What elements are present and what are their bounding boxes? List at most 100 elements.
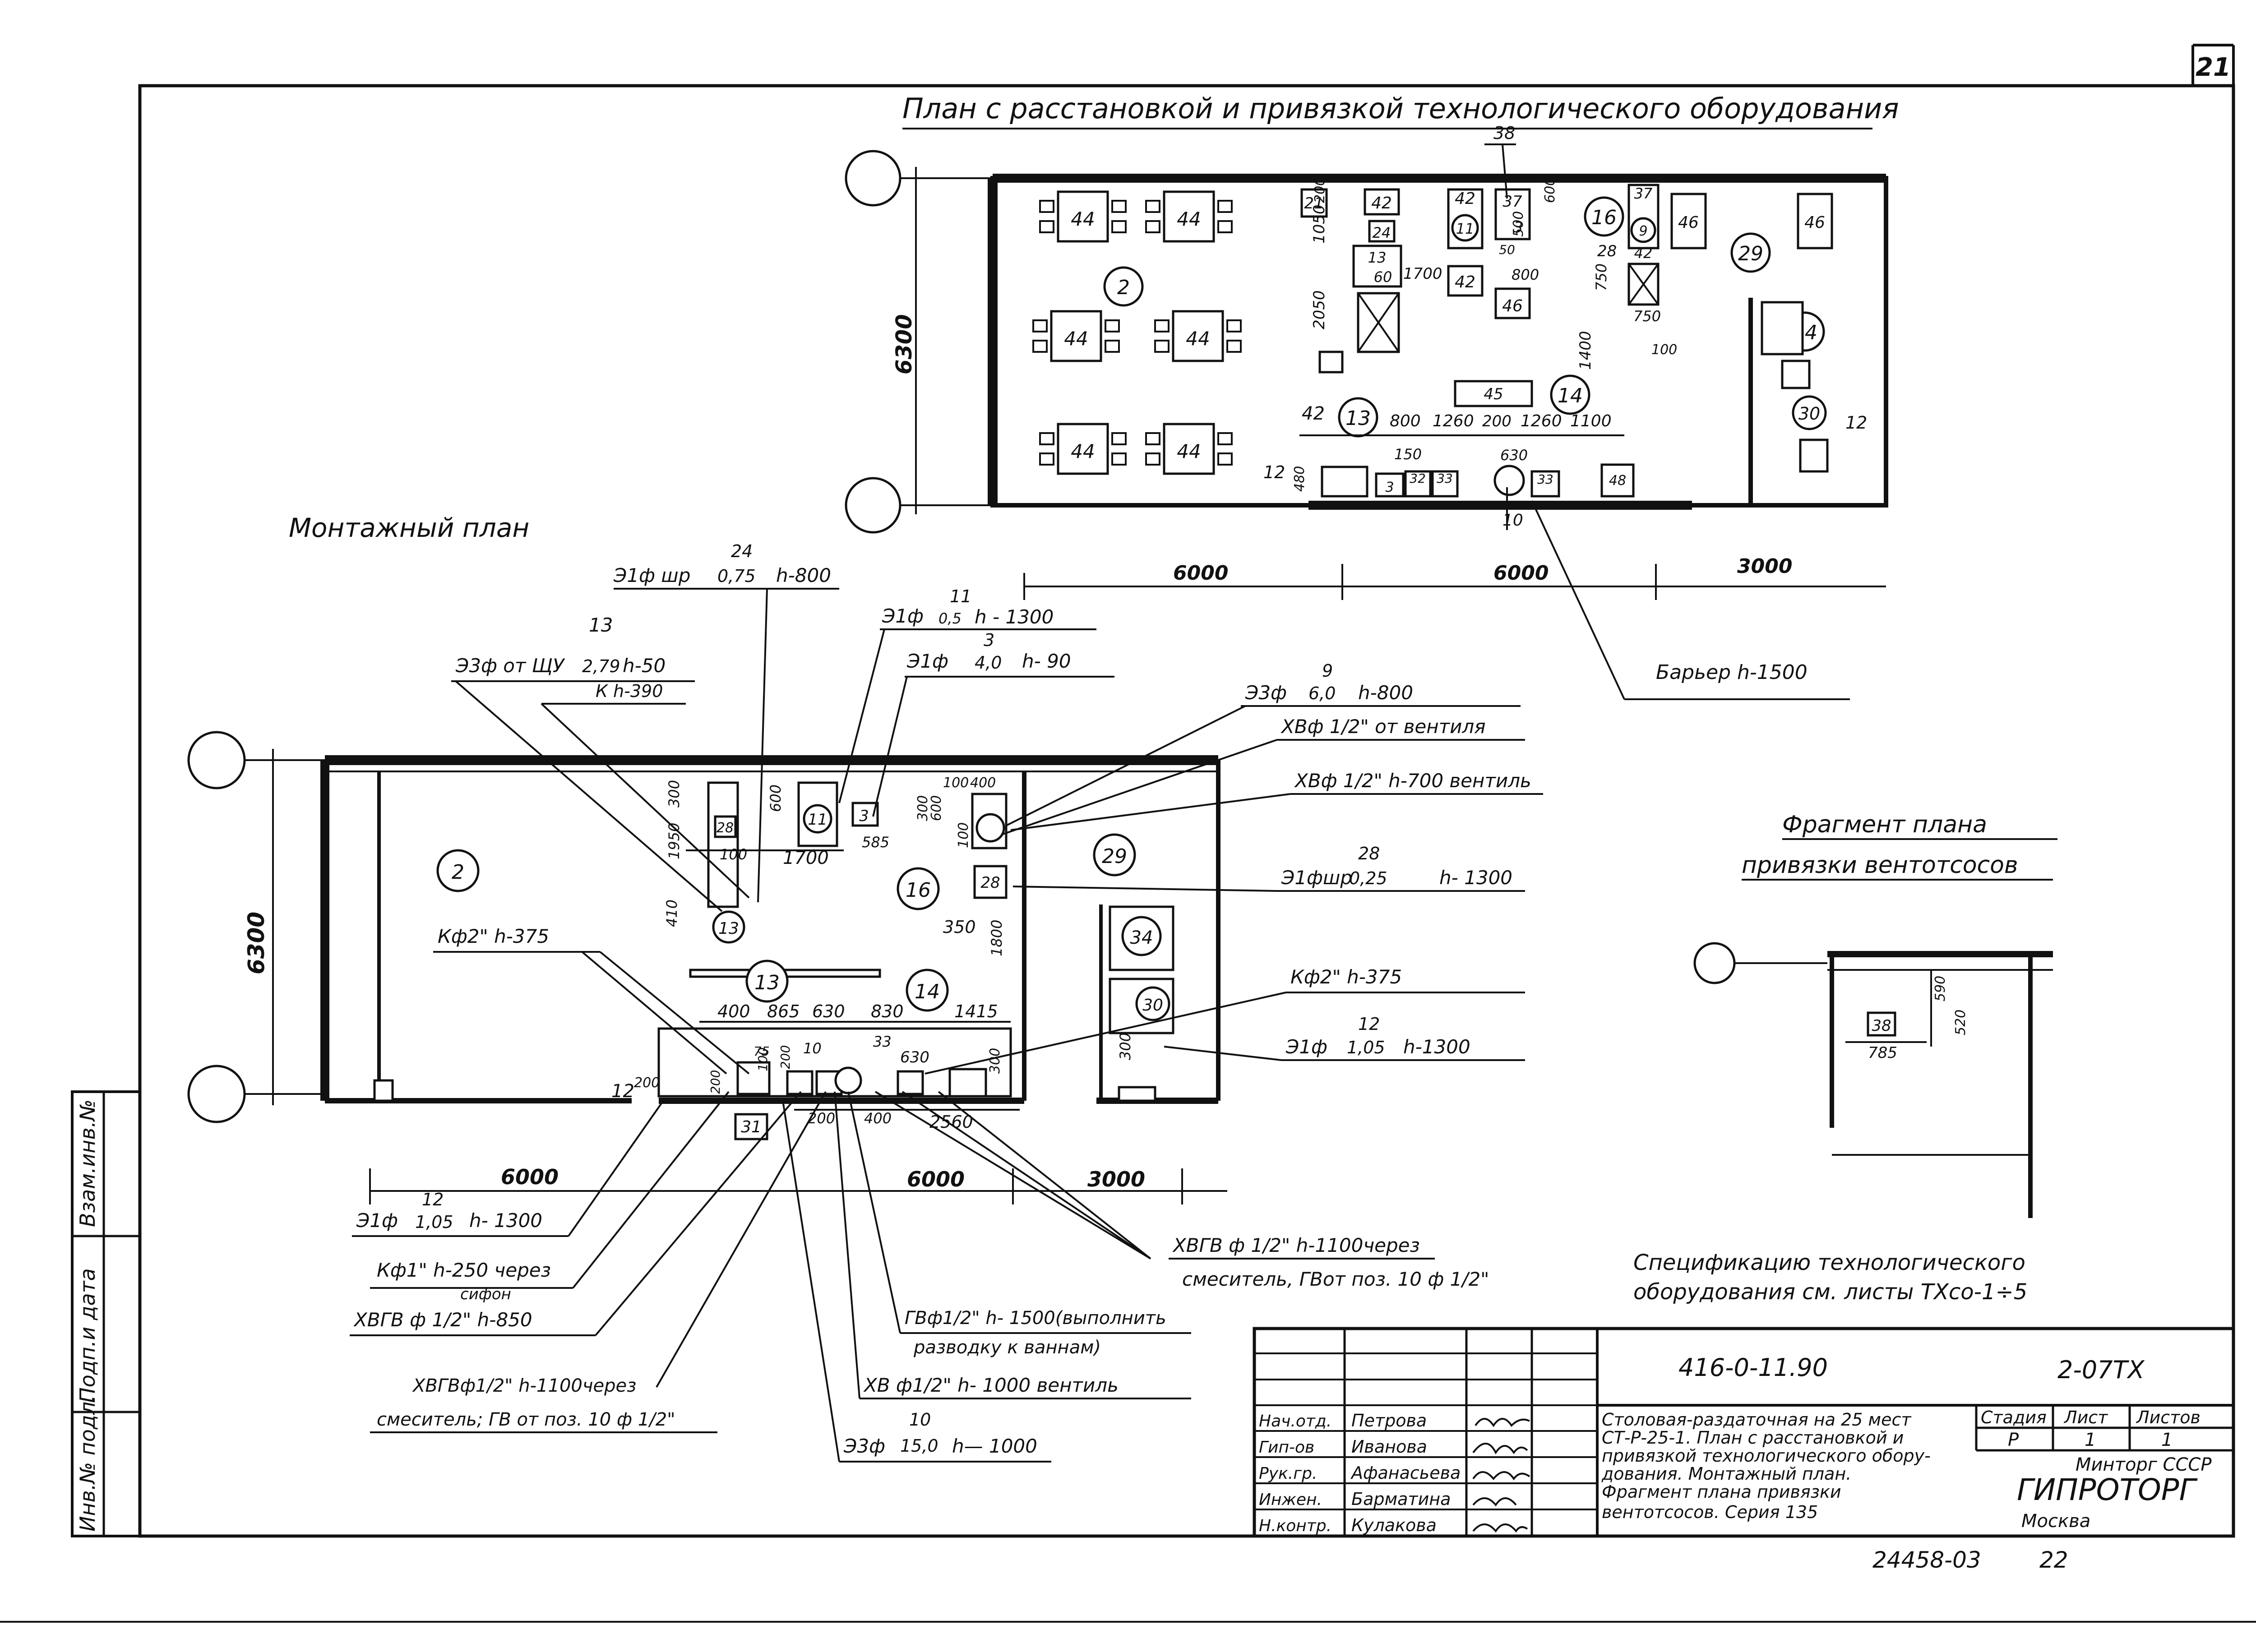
svg-text:33: 33 <box>873 1033 892 1050</box>
fragment-title-1: Фрагмент плана <box>1782 811 1987 838</box>
svg-text:12: 12 <box>422 1190 444 1209</box>
svg-text:1050: 1050 <box>1310 204 1328 244</box>
svg-text:28: 28 <box>1597 242 1617 260</box>
svg-text:9: 9 <box>1639 223 1647 239</box>
svg-text:3000: 3000 <box>1087 1167 1145 1191</box>
svg-text:12: 12 <box>1358 1014 1380 1034</box>
svg-text:1: 1 <box>2085 1430 2096 1450</box>
svg-text:ХВГВ ф 1/2" h-1100через: ХВГВ ф 1/2" h-1100через <box>1172 1234 1420 1256</box>
svg-text:28: 28 <box>980 874 1000 892</box>
svg-text:1100: 1100 <box>1570 412 1612 430</box>
signatures <box>1472 1418 1530 1533</box>
install-depth: 6300 <box>243 912 269 974</box>
svg-text:9: 9 <box>1322 661 1333 681</box>
svg-text:ХВф 1/2" h-700 вентиль: ХВф 1/2" h-700 вентиль <box>1294 770 1531 792</box>
svg-text:h— 1000: h— 1000 <box>952 1435 1037 1457</box>
axis-marker <box>187 1065 246 1123</box>
svg-text:Э1ф: Э1ф <box>1285 1036 1327 1058</box>
svg-text:ХВГВф1/2" h-1100через: ХВГВф1/2" h-1100через <box>412 1375 636 1396</box>
svg-text:46: 46 <box>1502 297 1523 315</box>
svg-text:6000: 6000 <box>1173 562 1228 585</box>
top-plan: План с расстановкой и привязкой технолог… <box>845 92 1899 700</box>
svg-text:1,05: 1,05 <box>415 1212 453 1232</box>
svg-text:Листов: Листов <box>2136 1407 2201 1427</box>
svg-text:34: 34 <box>1130 928 1153 948</box>
fragment-plan: Фрагмент плана привязки вентотсосов 38 5… <box>1693 811 2057 1218</box>
svg-text:3: 3 <box>1385 480 1394 495</box>
svg-text:13: 13 <box>1368 249 1387 266</box>
svg-text:480: 480 <box>1292 466 1308 492</box>
svg-text:29: 29 <box>1102 845 1127 868</box>
plumbing-notes: ХВф 1/2" от вентиля ХВф 1/2" h-700 венти… <box>350 715 1543 1433</box>
svg-text:1,05: 1,05 <box>1347 1038 1385 1057</box>
svg-text:h- 90: h- 90 <box>1022 650 1071 672</box>
svg-text:ХВ ф1/2" h- 1000 вентиль: ХВ ф1/2" h- 1000 вентиль <box>863 1374 1119 1396</box>
svg-text:44: 44 <box>1071 208 1095 230</box>
svg-text:6000: 6000 <box>1493 562 1549 585</box>
svg-text:h- 1300: h- 1300 <box>1439 867 1512 889</box>
svg-text:дования. Монтажный план.: дования. Монтажный план. <box>1601 1464 1851 1484</box>
svg-text:привязкой технологического обо: привязкой технологического обору- <box>1602 1446 1931 1466</box>
top-depth: 6300 <box>892 314 917 374</box>
svg-text:42: 42 <box>1371 194 1392 212</box>
svg-text:100: 100 <box>956 822 971 848</box>
svg-text:400: 400 <box>864 1110 892 1127</box>
svg-text:21: 21 <box>1304 194 1323 212</box>
svg-text:46: 46 <box>1804 213 1825 232</box>
svg-text:6000: 6000 <box>501 1165 559 1189</box>
svg-text:h-800: h-800 <box>776 564 831 586</box>
svg-text:h-50: h-50 <box>623 655 666 677</box>
svg-text:31: 31 <box>741 1118 762 1136</box>
svg-text:30: 30 <box>1142 996 1163 1015</box>
svg-text:44: 44 <box>1071 440 1095 462</box>
svg-text:38: 38 <box>1872 1017 1891 1035</box>
svg-text:Стадия: Стадия <box>1981 1407 2047 1427</box>
svg-text:Кф2" h-375: Кф2" h-375 <box>438 925 549 947</box>
title-block: 416-0-11.90 2-07ТХ Столовая-раздаточная … <box>1253 1327 2235 1538</box>
svg-text:СТ-Р-25-1. План с расстановкой: СТ-Р-25-1. План с расстановкой и <box>1602 1428 1904 1448</box>
svg-text:ХВф 1/2" от вентиля: ХВф 1/2" от вентиля <box>1281 715 1486 738</box>
top-room-markers: 2 13 14 16 29 34 30 <box>1103 196 1827 438</box>
svg-text:100: 100 <box>943 775 969 791</box>
svg-text:Спецификацию технологического: Спецификацию технологического <box>1633 1250 2025 1275</box>
svg-text:42: 42 <box>1634 245 1653 262</box>
archive-number: 24458-03 <box>1872 1547 1981 1573</box>
svg-text:вентотсосов. Серия 135: вентотсосов. Серия 135 <box>1602 1502 1818 1522</box>
svg-text:К h-390: К h-390 <box>596 681 663 701</box>
svg-text:300: 300 <box>915 795 931 821</box>
svg-text:Э1ф: Э1ф <box>356 1209 398 1232</box>
svg-text:46: 46 <box>1678 213 1699 232</box>
install-bay-dims: 6000 6000 3000 <box>369 1165 1227 1204</box>
svg-text:11: 11 <box>950 586 971 606</box>
svg-text:13: 13 <box>754 971 780 994</box>
svg-text:45: 45 <box>1484 385 1503 403</box>
stamp-field-replace: Взам.инв.№ <box>75 1099 100 1227</box>
svg-text:Э3ф: Э3ф <box>843 1435 885 1457</box>
svg-text:14: 14 <box>1558 384 1583 407</box>
svg-text:350: 350 <box>943 917 976 937</box>
fragment-title-2: привязки вентотсосов <box>1742 852 2018 879</box>
svg-text:Барматина: Барматина <box>1351 1489 1451 1509</box>
svg-text:630: 630 <box>900 1048 929 1066</box>
svg-text:50: 50 <box>1499 242 1515 257</box>
svg-text:h - 1300: h - 1300 <box>975 606 1054 628</box>
svg-text:Афанасьева: Афанасьева <box>1350 1463 1461 1483</box>
svg-text:520: 520 <box>1953 1010 1969 1035</box>
svg-text:11: 11 <box>808 811 827 829</box>
svg-text:785: 785 <box>1868 1044 1897 1062</box>
svg-text:Гип-ов: Гип-ов <box>1259 1438 1314 1457</box>
svg-text:100: 100 <box>755 1047 770 1071</box>
svg-text:3: 3 <box>1514 219 1523 236</box>
svg-text:14: 14 <box>915 980 940 1003</box>
svg-text:400: 400 <box>717 1001 750 1021</box>
install-dimensions: 600 1950 300 410 100 1700 300 600 585 10… <box>634 775 1134 1132</box>
svg-text:600: 600 <box>929 795 944 821</box>
svg-text:400: 400 <box>970 775 996 791</box>
side-stamp: Взам.инв.№ Подп.и дата Инв.№ подл. <box>71 1090 141 1537</box>
svg-text:300: 300 <box>1117 1033 1134 1060</box>
svg-text:0,25: 0,25 <box>1349 868 1387 888</box>
svg-text:6000: 6000 <box>907 1167 965 1191</box>
svg-text:2: 2 <box>452 861 464 884</box>
svg-text:h-800: h-800 <box>1358 682 1413 704</box>
svg-text:1: 1 <box>2161 1430 2173 1450</box>
